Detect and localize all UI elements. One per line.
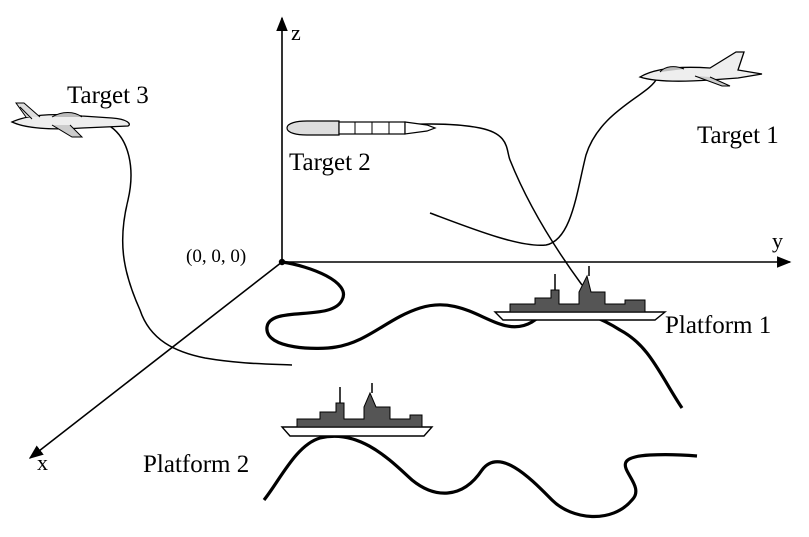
terrain-curve-1 [265,260,684,409]
y-axis-label: y [772,228,783,253]
ship-icon [280,383,434,437]
z-axis-label: z [291,20,301,45]
x-axis-label: x [37,450,48,475]
target-1-label: Target 1 [697,122,779,149]
jet-icon [638,51,763,87]
terrain-curve-2 [262,434,698,519]
origin-label: (0, 0, 0) [186,246,246,267]
missile-icon [286,120,437,136]
platform-1-label: Platform 1 [665,312,771,339]
target-3-trajectory [107,124,293,366]
x-axis [28,261,283,459]
ship-icon [493,266,667,321]
target-3-label: Target 3 [67,82,149,109]
platform-2-label: Platform 2 [143,451,249,478]
target-1-trajectory [429,77,658,247]
target-2-label: Target 2 [289,149,371,176]
target-2-trajectory [344,123,583,286]
jet-icon [10,102,130,138]
